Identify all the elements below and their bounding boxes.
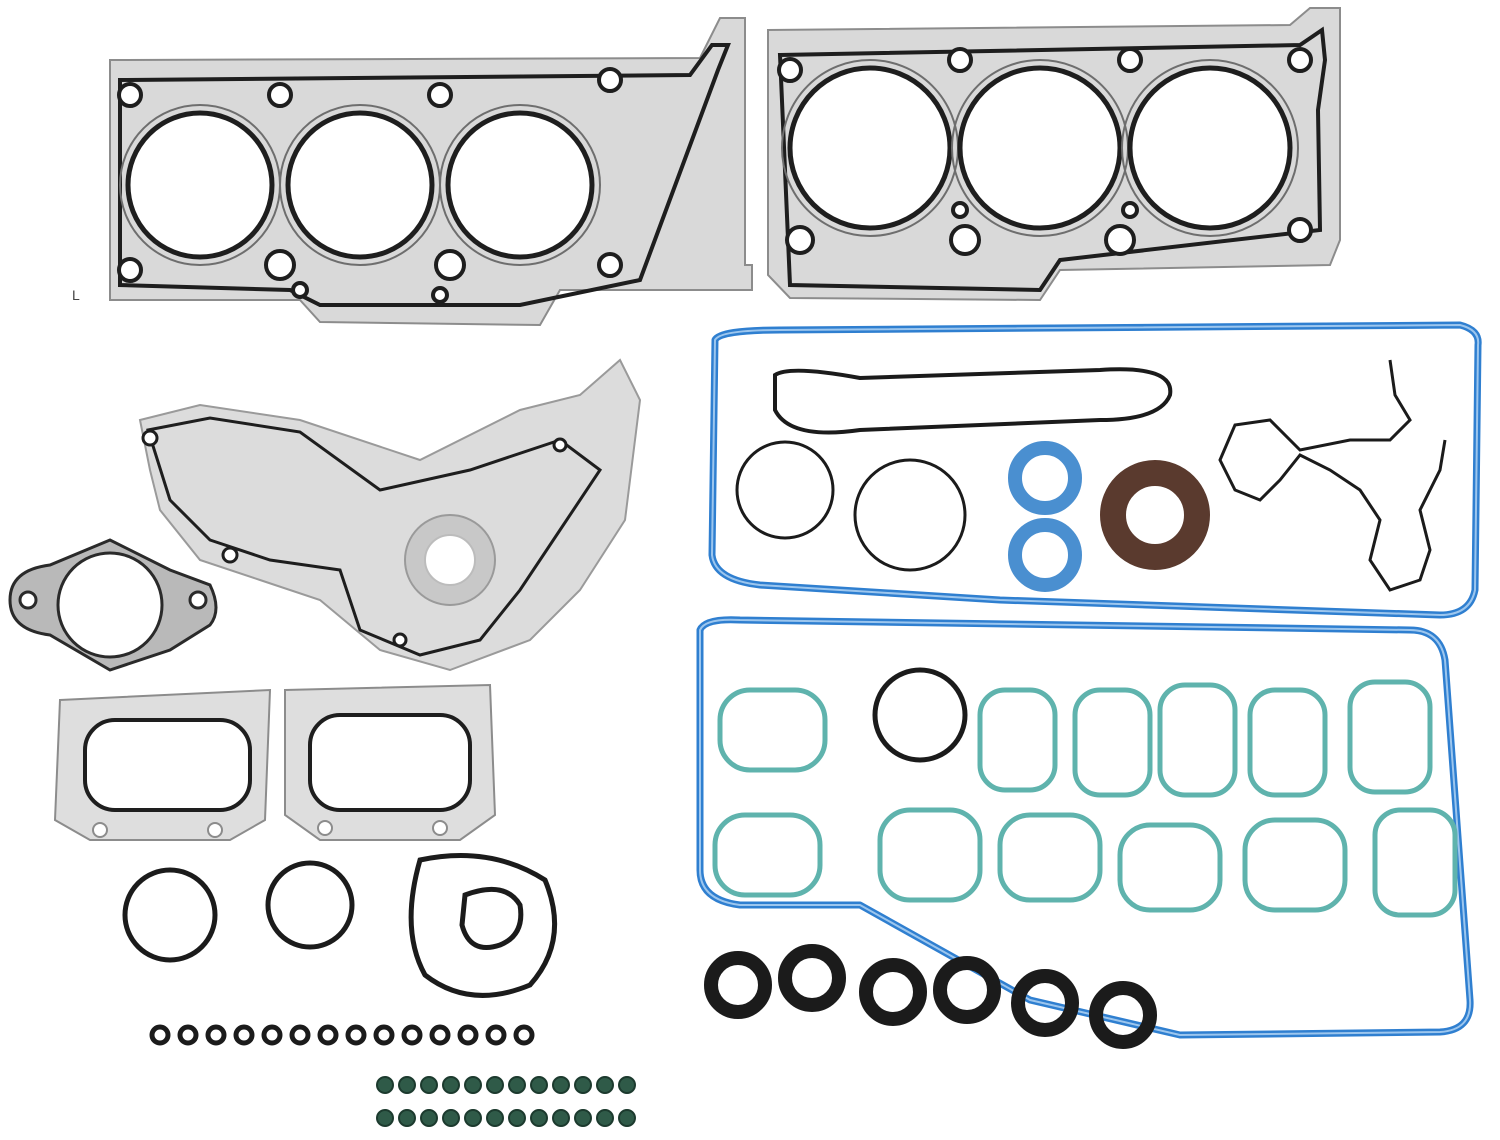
left-head-gasket-mark: L — [72, 287, 80, 303]
timing-cover-plate — [138, 358, 642, 672]
cam-seals — [704, 944, 1157, 1049]
left-head-gasket: L — [72, 17, 753, 327]
oring-1 — [122, 867, 218, 963]
oring-2 — [265, 860, 355, 950]
valve-stem-seals — [376, 1076, 636, 1127]
left-head-gasket-bolt-holes — [117, 67, 623, 304]
timing-cover-bead — [146, 416, 603, 657]
right-head-gasket — [767, 7, 1341, 302]
right-head-gasket-bores — [781, 59, 1299, 237]
valve-cover-gasket-bottom — [696, 616, 1474, 1039]
exhaust-manifold-gasket-left — [53, 688, 272, 841]
right-head-gasket-bead — [777, 26, 1328, 293]
left-bore-2 — [285, 110, 435, 260]
intake-ports-bottom — [712, 807, 1458, 918]
exhaust-manifold-gaskets — [53, 683, 497, 841]
tube-oring-2 — [853, 458, 967, 572]
wiring-harness-gasket — [1218, 359, 1447, 592]
valve-stem-seals-row-1 — [376, 1076, 636, 1094]
tube-oring-1 — [735, 440, 835, 540]
thermostat-seal — [408, 853, 558, 998]
valve-stem-seals-row-2 — [376, 1109, 636, 1127]
left-bore-1 — [125, 110, 275, 260]
right-head-gasket-bolt-holes — [777, 47, 1313, 256]
thermostat-seal-inner — [459, 886, 524, 950]
exhaust-manifold-gasket-right — [284, 683, 497, 841]
left-head-gasket-bead — [118, 43, 731, 307]
crank-seal — [1100, 460, 1210, 570]
intake-ports-top — [717, 679, 1433, 798]
valve-cover-gasket-top — [708, 321, 1482, 619]
cam-cover-seal — [773, 367, 1173, 435]
intake-oring — [872, 667, 968, 763]
exhaust-flange-gasket — [8, 538, 218, 672]
left-bore-3 — [445, 110, 595, 260]
timing-cover-gasket — [138, 358, 642, 672]
large-orings — [122, 853, 558, 998]
spark-plug-seals — [1008, 441, 1082, 592]
left-head-gasket-bores — [119, 104, 601, 266]
small-orings-row — [149, 1024, 535, 1046]
